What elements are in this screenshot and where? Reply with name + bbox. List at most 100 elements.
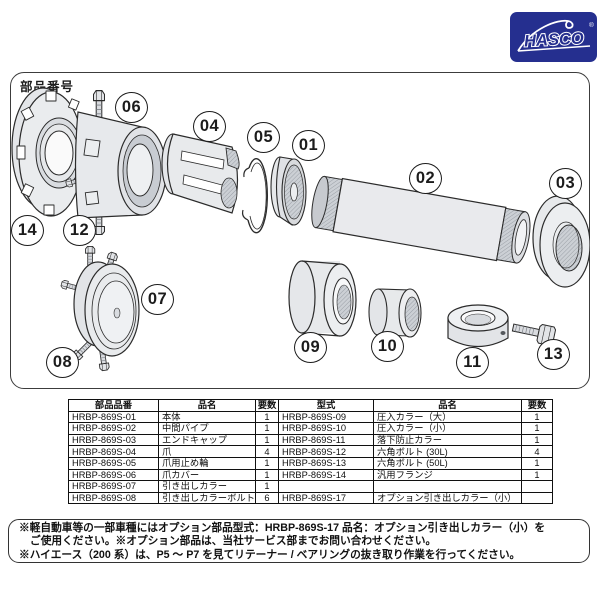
table-cell: 引き出しカラー: [158, 480, 256, 493]
table-cell: HRBP-869S-08: [68, 491, 159, 505]
table-cell: オプション引き出しカラー（小）: [373, 491, 522, 505]
table-cell: HRBP-869S-10: [278, 422, 374, 435]
table-cell: 落下防止カラー: [373, 433, 522, 447]
callout-05: 05: [247, 122, 280, 153]
callout-06: 06: [115, 92, 148, 123]
table-cell: HRBP-869S-17: [278, 491, 374, 505]
logo-loop-swoosh: [517, 19, 574, 52]
callout-09: 09: [294, 332, 327, 363]
table-cell: 1: [255, 468, 279, 482]
table-cell: HRBP-869S-02: [68, 422, 159, 435]
table-cell: 1: [521, 468, 553, 482]
part-06-claw-cover-housing: [74, 111, 167, 219]
table-cell: HRBP-869S-12: [278, 445, 374, 458]
exploded-parts-drawing: [11, 87, 590, 372]
table-cell: 1: [521, 410, 553, 424]
table-cell: HRBP-869S-01: [68, 410, 159, 424]
table-cell: 1: [255, 456, 279, 470]
logo-text: HASCO: [524, 29, 585, 50]
table-cell: 1: [255, 480, 279, 493]
table-cell: 六角ボルト (50L): [373, 456, 522, 470]
callout-02: 02: [409, 163, 442, 194]
callout-01: 01: [292, 130, 325, 161]
table-cell: 6: [255, 491, 279, 505]
part-11-drop-prevention-collar: [447, 304, 509, 347]
table-cell: 圧入カラー（大）: [373, 410, 522, 424]
table-cell: 爪: [158, 445, 256, 458]
notes-box: ※軽自動車等の一部車種にはオプション部品型式：HRBP-869S-17 品名：オ…: [8, 519, 590, 563]
table-header-cell: 品名: [158, 399, 256, 412]
logo-underline-swoosh: [517, 45, 591, 52]
callout-13: 13: [537, 339, 570, 370]
table-header-cell: 型式: [278, 399, 374, 412]
table-cell: 1: [255, 422, 279, 435]
table-cell: HRBP-869S-05: [68, 456, 159, 470]
table-cell: HRBP-869S-04: [68, 445, 159, 458]
part-03-end-cap-ring: [532, 195, 590, 288]
table-cell: 1: [521, 433, 553, 447]
table-cell: HRBP-869S-13: [278, 456, 374, 470]
table-header-cell: 部品品番: [68, 399, 159, 412]
table-cell: 本体: [158, 410, 256, 424]
hasco-logo: HASCO ®: [510, 12, 597, 62]
callout-04: 04: [193, 111, 226, 142]
table-cell: 4: [521, 445, 553, 458]
registered-mark: ®: [589, 21, 594, 29]
table-header-cell: 要数: [521, 399, 553, 412]
note-line-3: ※ハイエース（200 系）は、P5 ～ P7 を見てリテーナー / ベアリングの…: [19, 548, 521, 561]
part-01-main-body: [270, 156, 307, 226]
callout-07: 07: [141, 284, 174, 315]
callout-03: 03: [549, 168, 582, 199]
part-10-press-collar-small: [368, 288, 422, 338]
table-cell: HRBP-869S-07: [68, 480, 159, 493]
part-14-flange: [11, 87, 84, 217]
callout-11: 11: [456, 347, 489, 378]
table-cell: 1: [255, 433, 279, 447]
table-cell: 六角ボルト (30L): [373, 445, 522, 458]
callout-08: 08: [46, 347, 79, 378]
table-cell: HRBP-869S-06: [68, 468, 159, 482]
table-cell: 4: [255, 445, 279, 458]
table-cell: [521, 491, 553, 505]
note-line-2: ご使用ください。※オプション部品は、当社サービス部までお問い合わせください。: [30, 535, 437, 548]
table-cell: 汎用フランジ: [373, 468, 522, 482]
table-cell: HRBP-869S-11: [278, 433, 374, 447]
callout-12: 12: [63, 215, 96, 246]
table-cell: [373, 480, 522, 493]
table-cell: 圧入カラー（小）: [373, 422, 522, 435]
callout-14: 14: [11, 215, 44, 246]
note-line-1: ※軽自動車等の一部車種にはオプション部品型式：HRBP-869S-17 品名：オ…: [19, 522, 546, 534]
table-cell: 1: [521, 422, 553, 435]
table-cell: [278, 480, 374, 493]
part-05-retaining-ring: [241, 158, 268, 234]
table-cell: HRBP-869S-09: [278, 410, 374, 424]
parts-table-header: 部品品番品名要数型式品名要数: [68, 399, 553, 412]
callout-10: 10: [371, 331, 404, 362]
table-cell: HRBP-869S-14: [278, 468, 374, 482]
table-cell: 1: [521, 456, 553, 470]
table-cell: 爪用止め輪: [158, 456, 256, 470]
table-cell: エンドキャップ: [158, 433, 256, 447]
part-04-claw: [161, 133, 240, 214]
table-cell: 1: [255, 410, 279, 424]
table-cell: HRBP-869S-03: [68, 433, 159, 447]
table-cell: 引き出しカラーボルト: [158, 491, 256, 505]
table-cell: 中間パイプ: [158, 422, 256, 435]
table-header-cell: 要数: [255, 399, 279, 412]
table-cell: 爪カバー: [158, 468, 256, 482]
part-02-intermediate-pipe: [311, 175, 531, 264]
table-cell: [521, 480, 553, 493]
part-07-drawer-collar: [60, 246, 140, 372]
table-header-cell: 品名: [373, 399, 522, 412]
